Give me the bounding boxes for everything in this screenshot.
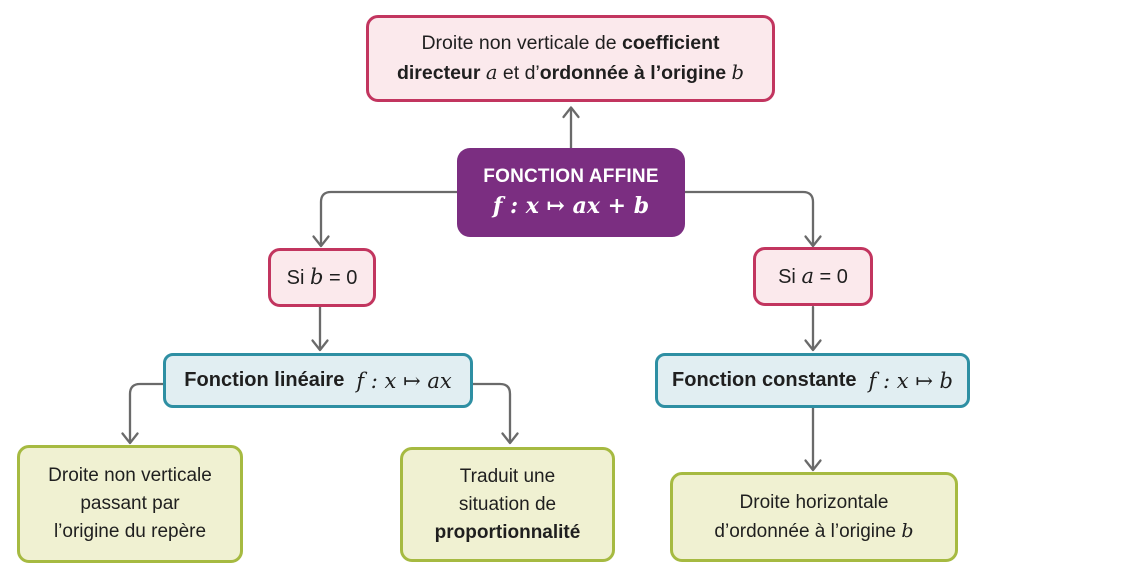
arrow-lineaire-to-proportionnalite bbox=[471, 382, 519, 445]
arrow-lineaire-to-droite-origine bbox=[121, 382, 165, 445]
text-segment: Si bbox=[286, 267, 310, 289]
text-segment-bold: ordonnée à l’origine bbox=[539, 62, 732, 84]
fonction-constante-formula: f : x ↦ b bbox=[868, 368, 953, 393]
math-var-a: a bbox=[801, 264, 814, 288]
condition-a-text: Si a = 0 bbox=[778, 264, 848, 289]
fonction-lineaire-label: Fonction linéaire bbox=[184, 369, 345, 391]
arrow-affine-to-description bbox=[562, 106, 580, 150]
arrow-affine-to-condition-a bbox=[683, 190, 822, 248]
text-line-bold: proportionnalité bbox=[434, 521, 581, 543]
node-proportionnalite: Traduit une situation de proportionnalit… bbox=[400, 447, 615, 562]
text-segment: et d’ bbox=[497, 62, 540, 84]
text-segment-bold: directeur bbox=[396, 62, 486, 84]
text-line: l’origine du repère bbox=[53, 521, 207, 542]
condition-b-text: Si b = 0 bbox=[287, 265, 358, 290]
arrow-condition-a-to-constante bbox=[804, 305, 822, 352]
arrow-condition-b-to-lineaire bbox=[311, 305, 329, 352]
text-line: Droite horizontale bbox=[739, 491, 889, 513]
text-line: d’ordonnée à l’origine b bbox=[714, 517, 913, 546]
arrow-constante-to-droite-horizontale bbox=[804, 405, 822, 472]
node-affine-description: Droite non verticale de coefficient dire… bbox=[366, 15, 775, 102]
fonction-lineaire-formula: f : x ↦ ax bbox=[356, 368, 452, 393]
text-segment: Si bbox=[778, 266, 802, 288]
affine-description-line2: directeur a et d’ordonnée à l’origine b bbox=[397, 58, 744, 88]
node-fonction-lineaire: Fonction linéaire f : x ↦ ax bbox=[163, 353, 473, 408]
node-condition-a-zero: Si a = 0 bbox=[753, 247, 873, 306]
text-segment: Droite non verticale de bbox=[421, 32, 622, 54]
math-var-b: b bbox=[309, 265, 324, 289]
fonction-affine-formula: f : x ↦ ax + b bbox=[492, 193, 650, 219]
node-droite-origine: Droite non verticale passant par l’origi… bbox=[17, 445, 243, 563]
fonction-affine-title: FONCTION AFFINE bbox=[483, 166, 659, 187]
node-droite-horizontale: Droite horizontale d’ordonnée à l’origin… bbox=[670, 472, 958, 562]
text-segment-bold: coefficient bbox=[622, 32, 720, 54]
affine-description-line1: Droite non verticale de coefficient bbox=[421, 29, 719, 58]
math-var-b: b bbox=[731, 61, 745, 84]
text-line: Droite non verticale bbox=[48, 465, 212, 486]
text-line: Traduit une bbox=[459, 465, 556, 487]
text-segment: = 0 bbox=[813, 266, 848, 288]
node-condition-b-zero: Si b = 0 bbox=[268, 248, 376, 307]
text-segment: = 0 bbox=[323, 267, 358, 289]
node-fonction-affine: FONCTION AFFINE f : x ↦ ax + b bbox=[457, 148, 685, 237]
math-var-b: b bbox=[901, 519, 914, 542]
text-line: situation de bbox=[458, 493, 557, 515]
text-line: passant par bbox=[80, 493, 180, 514]
text-segment: d’ordonnée à l’origine bbox=[714, 520, 902, 542]
arrow-affine-to-condition-b bbox=[312, 190, 459, 248]
fonction-constante-label: Fonction constante bbox=[672, 369, 857, 391]
math-var-a: a bbox=[485, 61, 498, 84]
node-fonction-constante: Fonction constante f : x ↦ b bbox=[655, 353, 970, 408]
